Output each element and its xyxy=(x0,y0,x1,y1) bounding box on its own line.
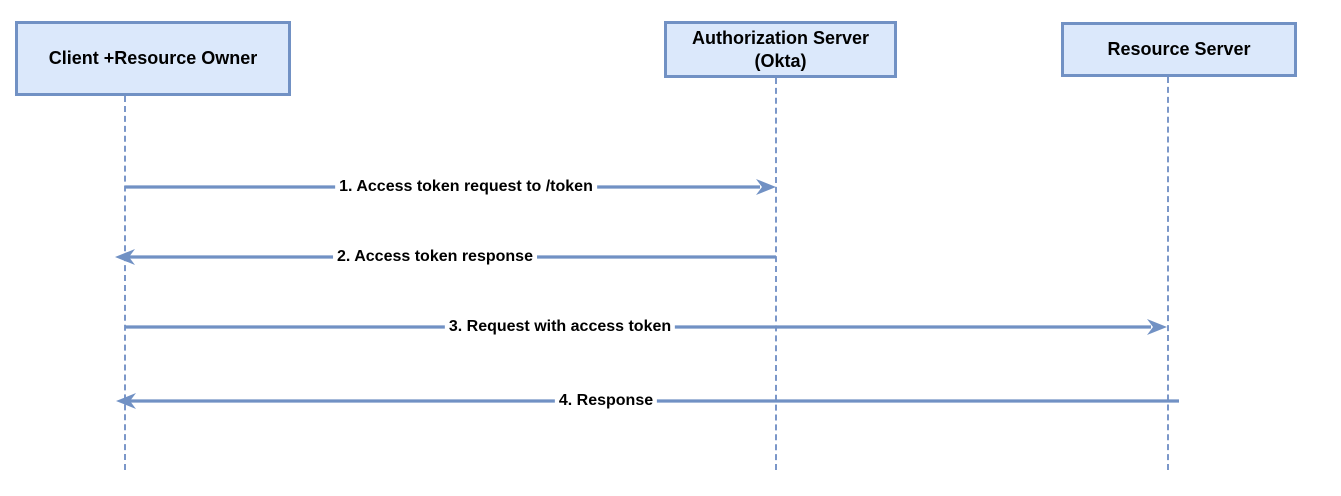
message-2-label: 2. Access token response xyxy=(333,248,537,266)
actor-box-resource-server: Resource Server xyxy=(1061,22,1297,77)
actor-box-authorization-server: Authorization Server (Okta) xyxy=(664,21,897,78)
message-1-label: 1. Access token request to /token xyxy=(335,178,597,196)
actor-label-client: Client +Resource Owner xyxy=(48,48,258,69)
lifeline-resource-server xyxy=(1167,77,1169,470)
actor-label-authorization-server-line1: Authorization Server xyxy=(691,28,870,48)
message-4-label: 4. Response xyxy=(554,392,658,410)
actor-box-client: Client +Resource Owner xyxy=(15,21,291,96)
actor-label-resource-server: Resource Server xyxy=(1107,39,1251,60)
lifeline-authorization-server xyxy=(775,78,777,470)
actor-label-authorization-server-line2: (Okta) xyxy=(754,50,807,71)
lifeline-client xyxy=(124,96,126,470)
message-3-label: 3. Request with access token xyxy=(444,318,676,336)
